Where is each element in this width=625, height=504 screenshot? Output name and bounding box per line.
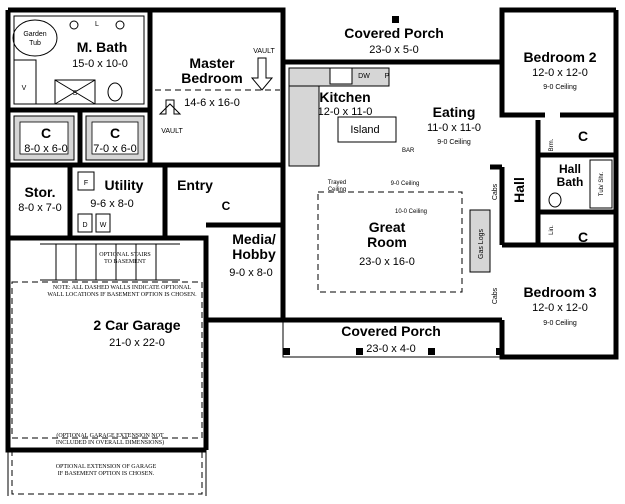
covered-porch-top-name: Covered Porch bbox=[344, 25, 444, 41]
island-label: Island bbox=[350, 124, 379, 136]
bedroom2-dim: 12-0 x 12-0 bbox=[532, 67, 588, 79]
storage-name: Stor. bbox=[24, 184, 55, 200]
fireplace bbox=[469, 209, 491, 273]
f-label: F bbox=[84, 180, 88, 187]
master-bedroom-dim: 14-6 x 16-0 bbox=[184, 97, 240, 109]
covered-porch-bottom-dim: 23-0 x 4-0 bbox=[366, 343, 416, 355]
utility-dim: 9-6 x 8-0 bbox=[90, 198, 133, 210]
media-name: Media/Hobby bbox=[232, 231, 276, 262]
bedroom2-name: Bedroom 2 bbox=[523, 49, 596, 65]
great-ceiling-10: 10-0 Ceiling bbox=[395, 209, 427, 215]
garage-name: 2 Car Garage bbox=[93, 317, 180, 333]
p-label: P bbox=[385, 73, 390, 80]
bedroom3-ceiling: 9-0 Ceiling bbox=[543, 320, 577, 327]
closet-bed2-label: C bbox=[578, 128, 588, 144]
dw-label: DW bbox=[358, 73, 370, 80]
garden-tub bbox=[12, 19, 58, 57]
s-label: S bbox=[73, 90, 78, 97]
hall-label: Hall bbox=[511, 177, 527, 203]
vault-label-2: VAULT bbox=[161, 128, 183, 135]
closet-a-name: C bbox=[41, 125, 51, 141]
great-ceiling-9: 9-0 Ceiling bbox=[391, 181, 420, 187]
garage-dim: 21-0 x 22-0 bbox=[109, 337, 165, 349]
optional-stairs bbox=[40, 243, 180, 281]
great-room-dim: 23-0 x 16-0 bbox=[359, 256, 415, 268]
m-bath-name: M. Bath bbox=[77, 39, 128, 55]
garage-optional-walls bbox=[11, 281, 203, 439]
closet-entry-label: C bbox=[222, 199, 231, 213]
eating-ceiling: 9-0 Ceiling bbox=[437, 139, 471, 146]
kitchen-sink bbox=[329, 67, 353, 85]
closet-a-dim: 8-0 x 6-0 bbox=[24, 143, 67, 155]
eating-dim: 11-0 x 11-0 bbox=[427, 122, 481, 134]
covered-porch-top-dim: 23-0 x 5-0 bbox=[369, 44, 419, 56]
covered-porch-bottom-name: Covered Porch bbox=[341, 323, 441, 339]
garage-extension bbox=[11, 451, 203, 495]
vault-arrow-down bbox=[250, 57, 274, 91]
l-label: L bbox=[95, 21, 99, 28]
utility-name: Utility bbox=[105, 177, 144, 193]
island bbox=[337, 116, 397, 143]
bedroom3-dim: 12-0 x 12-0 bbox=[532, 302, 588, 314]
bath-sink-1 bbox=[69, 20, 79, 30]
tub-shr-label: Tub/ Shr. bbox=[599, 172, 605, 196]
gas-logs-label: Gas Logs bbox=[478, 229, 485, 259]
shower bbox=[54, 79, 96, 105]
cabs-top-label: Cabs bbox=[492, 183, 499, 200]
vault-arrow-up bbox=[158, 99, 182, 115]
hall-toilet bbox=[548, 192, 562, 208]
closet-b-dim: 7-0 x 6-0 bbox=[93, 143, 136, 155]
bedroom2-ceiling: 9-0 Ceiling bbox=[543, 84, 577, 91]
closet-b-name: C bbox=[110, 125, 120, 141]
entry-label: Entry bbox=[177, 177, 213, 193]
eating-name: Eating bbox=[433, 104, 476, 120]
bath-sink-2 bbox=[115, 20, 125, 30]
d-label: D bbox=[82, 222, 87, 229]
storage-dim: 8-0 x 7-0 bbox=[18, 202, 61, 214]
closet-bed3-label: C bbox=[578, 229, 588, 245]
media-dim: 9-0 x 8-0 bbox=[229, 267, 272, 279]
w-label: W bbox=[100, 222, 107, 229]
dashed-walls-note: NOTE: ALL DASHED WALLS INDICATE OPTIONAL… bbox=[47, 285, 197, 298]
trayed-ceiling-outline bbox=[317, 191, 463, 293]
v-label: V bbox=[22, 85, 27, 92]
vanity-v bbox=[13, 59, 37, 105]
hall-tub bbox=[589, 159, 613, 209]
toilet bbox=[107, 82, 123, 102]
lin-label: Lin. bbox=[549, 225, 555, 235]
kitchen-name: Kitchen bbox=[319, 89, 370, 105]
vault-label-1: VAULT bbox=[253, 48, 275, 55]
kitchen-dim: 12-0 x 11-0 bbox=[318, 106, 373, 118]
m-bath-dim: 15-0 x 10-0 bbox=[72, 58, 128, 70]
cabs-bottom-label: Cabs bbox=[492, 287, 499, 304]
fixtures bbox=[7, 15, 613, 496]
brm-label: Brm. bbox=[549, 138, 555, 151]
porch-post-top bbox=[392, 16, 399, 23]
bar-label: BAR bbox=[402, 148, 415, 154]
bedroom3-name: Bedroom 3 bbox=[523, 284, 596, 300]
